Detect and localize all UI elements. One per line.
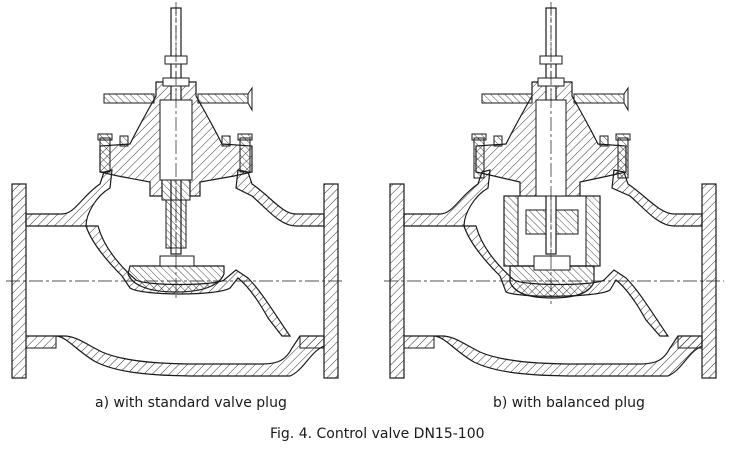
- valve-balanced-plug: [389, 7, 717, 379]
- figure-caption: Fig. 4. Control valve DN15-100: [270, 426, 485, 442]
- balanced-plug-b: [509, 265, 595, 299]
- yoke-arm-right-a: [197, 93, 249, 104]
- lower-flange-inner-right-a: [299, 335, 325, 349]
- centerlines-b: [384, 2, 724, 304]
- panel-a-caption: a) with standard valve plug: [95, 395, 287, 411]
- body-lower-wall-a: [26, 335, 325, 377]
- lower-flange-inner-a: [25, 335, 57, 349]
- bonnet-bolts-a: [97, 133, 253, 173]
- body-upper-wall-right-a: [235, 169, 325, 227]
- panel-b-caption: b) with balanced plug: [493, 395, 645, 411]
- body-lower-wall-b: [404, 335, 703, 377]
- yoke-arm-left-a: [103, 93, 155, 104]
- centerlines-a: [6, 2, 344, 300]
- body-upper-wall-a: [25, 169, 113, 227]
- control-valve-drawing: [6, 2, 724, 379]
- valve-standard-plug: [11, 7, 339, 379]
- bonnet-bolts-b: [471, 133, 631, 179]
